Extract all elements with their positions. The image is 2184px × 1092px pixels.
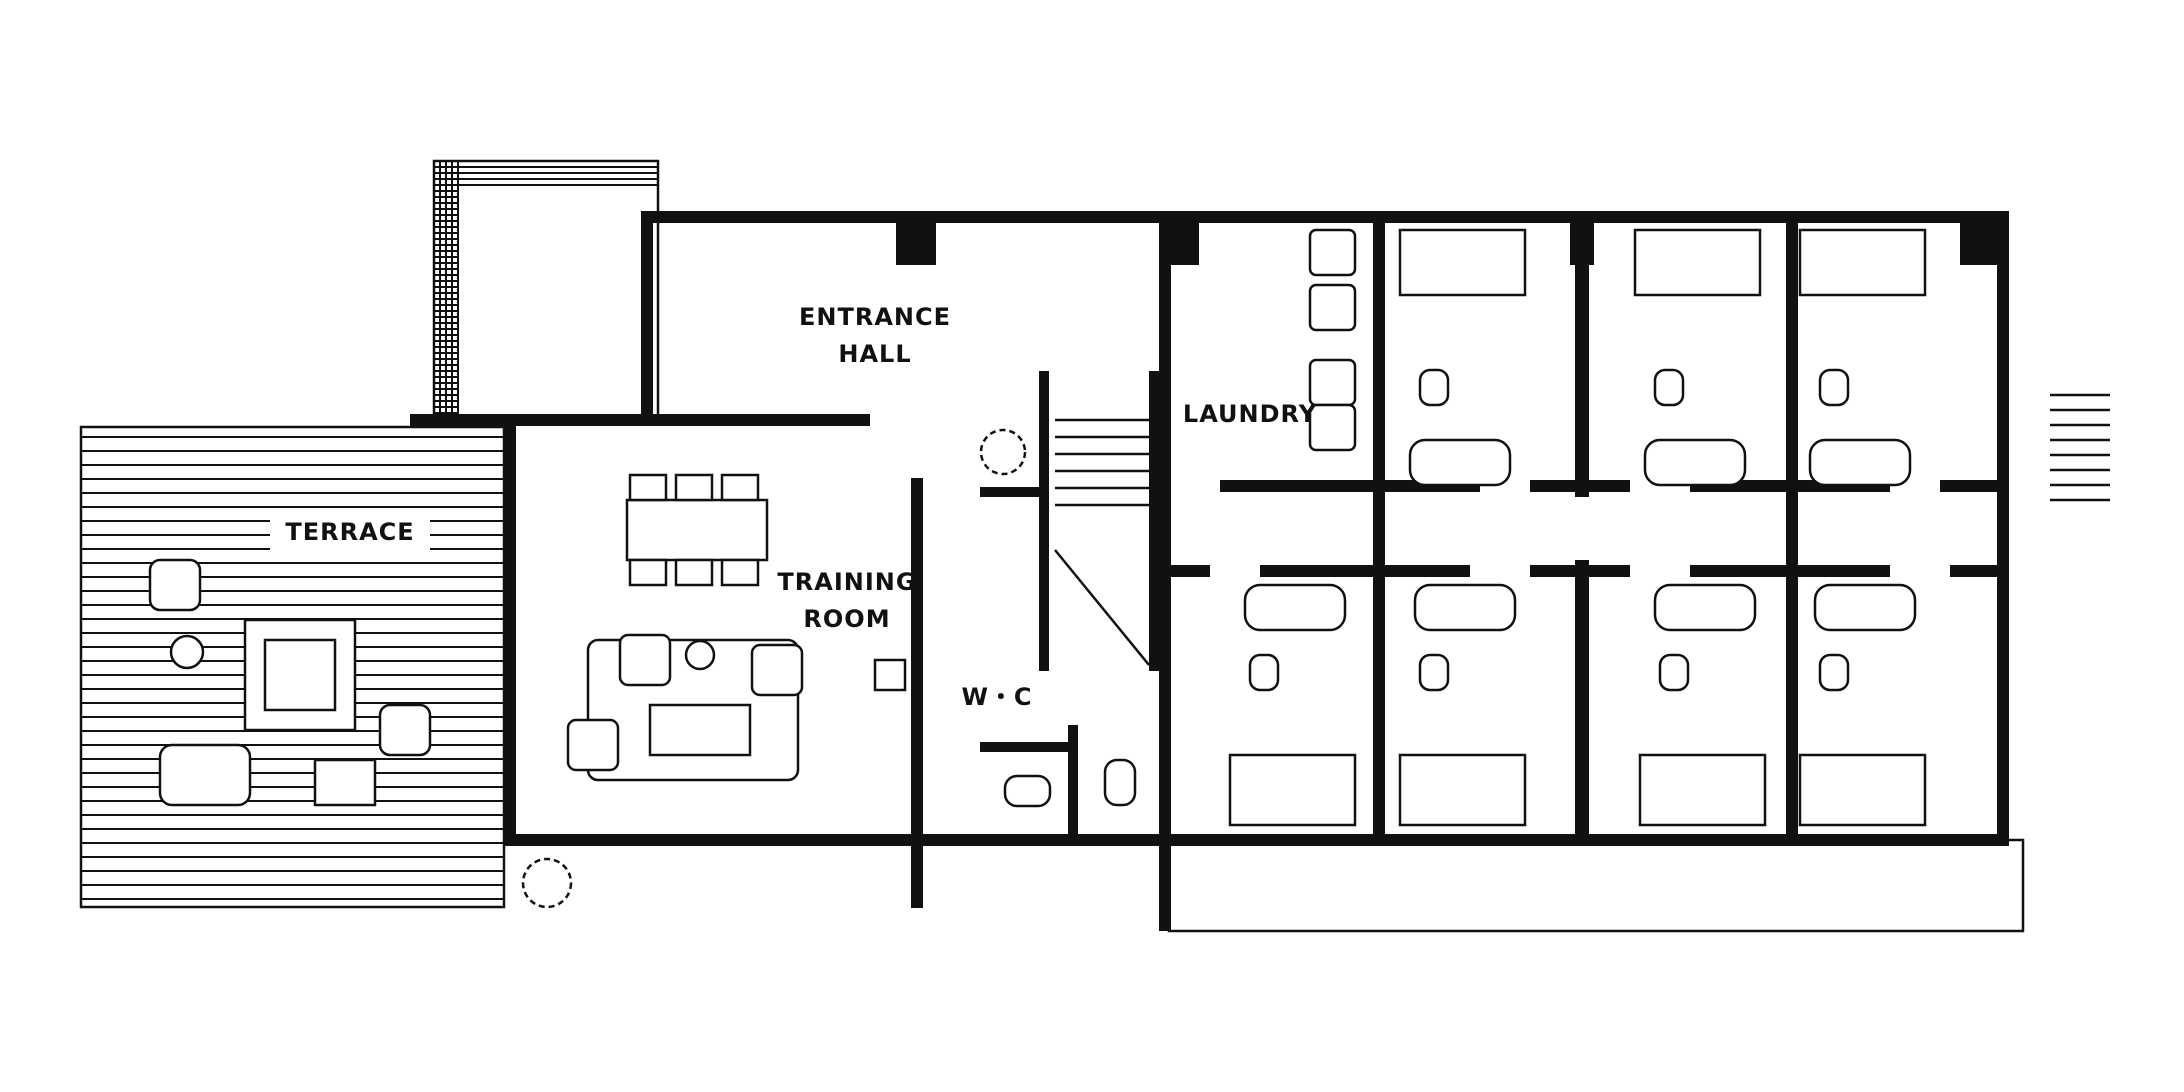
bathtub <box>1643 438 1747 487</box>
toilet <box>1418 368 1450 407</box>
bathtub <box>1813 583 1917 632</box>
toilet <box>1818 368 1850 407</box>
washing-machine <box>1308 403 1357 452</box>
staircase <box>1054 418 1150 666</box>
toilet <box>1418 653 1450 692</box>
bed <box>1638 753 1767 827</box>
walls <box>410 211 2009 931</box>
room-label-wc: W・C <box>961 683 1032 711</box>
room-label-entrance-2: HALL <box>838 340 911 368</box>
balcony-outline <box>432 159 660 422</box>
washing-machine <box>1308 228 1357 277</box>
bed <box>1798 753 1927 827</box>
bed <box>1398 228 1527 297</box>
bed <box>1228 753 1357 827</box>
plant-icon <box>521 428 1027 909</box>
bathtub <box>1408 438 1512 487</box>
bed <box>1398 753 1527 827</box>
room-label-training-1: TRAINING <box>777 568 916 596</box>
room-label-laundry: LAUNDRY <box>1183 400 1317 428</box>
grid-balcony <box>433 160 658 420</box>
bed <box>1633 228 1762 297</box>
toilet <box>1818 653 1850 692</box>
stair-diagonal <box>1054 549 1150 666</box>
bed <box>1798 228 1927 297</box>
bedroom-fixtures <box>1228 228 1927 827</box>
toilet <box>1658 653 1690 692</box>
staircase-right <box>2050 393 2110 502</box>
terrace-furniture <box>148 558 432 807</box>
toilet <box>1248 653 1280 692</box>
bathtub <box>1808 438 1912 487</box>
training-furniture <box>566 473 804 782</box>
toilet <box>1653 368 1685 407</box>
washing-machine <box>1308 283 1357 332</box>
room-label-training-2: ROOM <box>803 605 890 633</box>
bathtub <box>1413 583 1517 632</box>
bathtub <box>1653 583 1757 632</box>
room-label-entrance-1: ENTRANCE <box>799 303 951 331</box>
wc-fixtures <box>873 658 1137 808</box>
bathtub <box>1243 583 1347 632</box>
washing-machine <box>1308 358 1357 407</box>
room-label-terrace: TERRACE <box>285 518 414 546</box>
terrace-label-bg <box>270 510 430 550</box>
lower-annex <box>1167 838 2025 933</box>
